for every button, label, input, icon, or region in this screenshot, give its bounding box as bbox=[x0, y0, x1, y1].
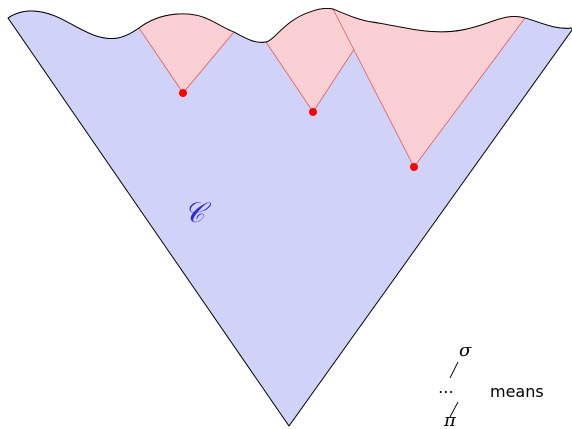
point-3 bbox=[410, 163, 418, 171]
cone-left-edge bbox=[7, 17, 290, 427]
legend-upper-slash bbox=[449, 361, 459, 379]
legend-sigma: σ bbox=[459, 340, 472, 361]
point-1 bbox=[179, 89, 187, 97]
top-boundary bbox=[7, 8, 572, 43]
legend-dots: ⋯ bbox=[438, 382, 454, 401]
legend-pi: π bbox=[443, 410, 457, 429]
point-2 bbox=[309, 108, 317, 116]
legend-lower-slash bbox=[449, 401, 459, 418]
legend-means-text: means bbox=[490, 382, 544, 401]
cone-right-edge bbox=[288, 29, 572, 427]
